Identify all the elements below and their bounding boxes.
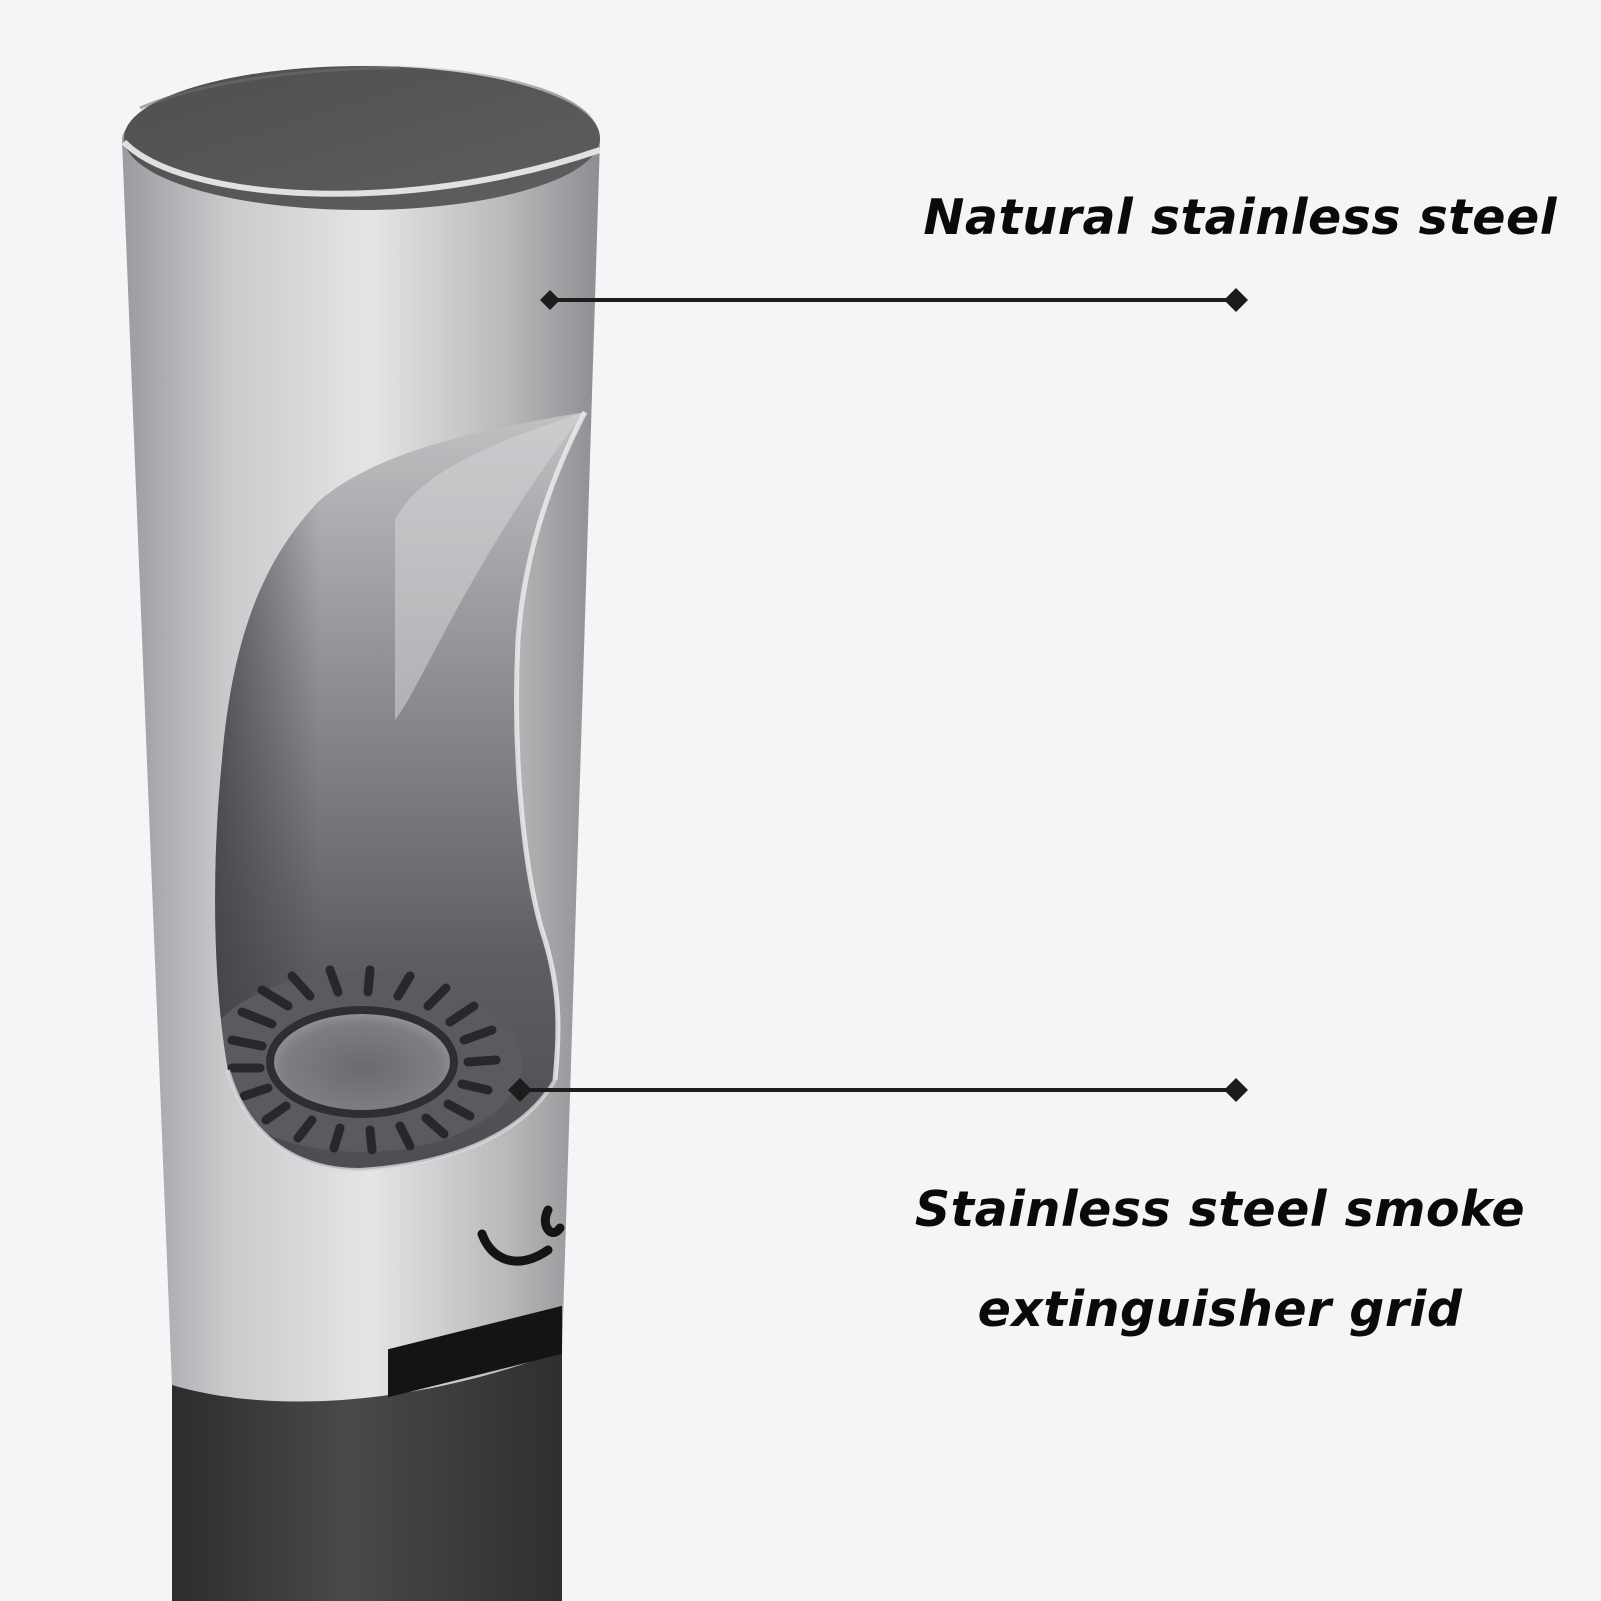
top-lid [124, 66, 600, 210]
callout-extinguisher-grid: Stainless steel smoke extinguisher grid [880, 1160, 1560, 1360]
callout-line-bottom [508, 1078, 1248, 1102]
grid-center-hole [266, 1006, 458, 1118]
logo-bar [388, 1305, 562, 1398]
callout-extinguisher-grid-line2: extinguisher grid [977, 1281, 1463, 1338]
callout-line-top [540, 288, 1248, 312]
callout-natural-stainless-steel: Natural stainless steel [923, 189, 1557, 246]
ashtray-lower-body [172, 1350, 562, 1601]
smoke-logo-icon [477, 1205, 565, 1266]
callout-extinguisher-grid-line1: Stainless steel smoke [914, 1181, 1526, 1238]
